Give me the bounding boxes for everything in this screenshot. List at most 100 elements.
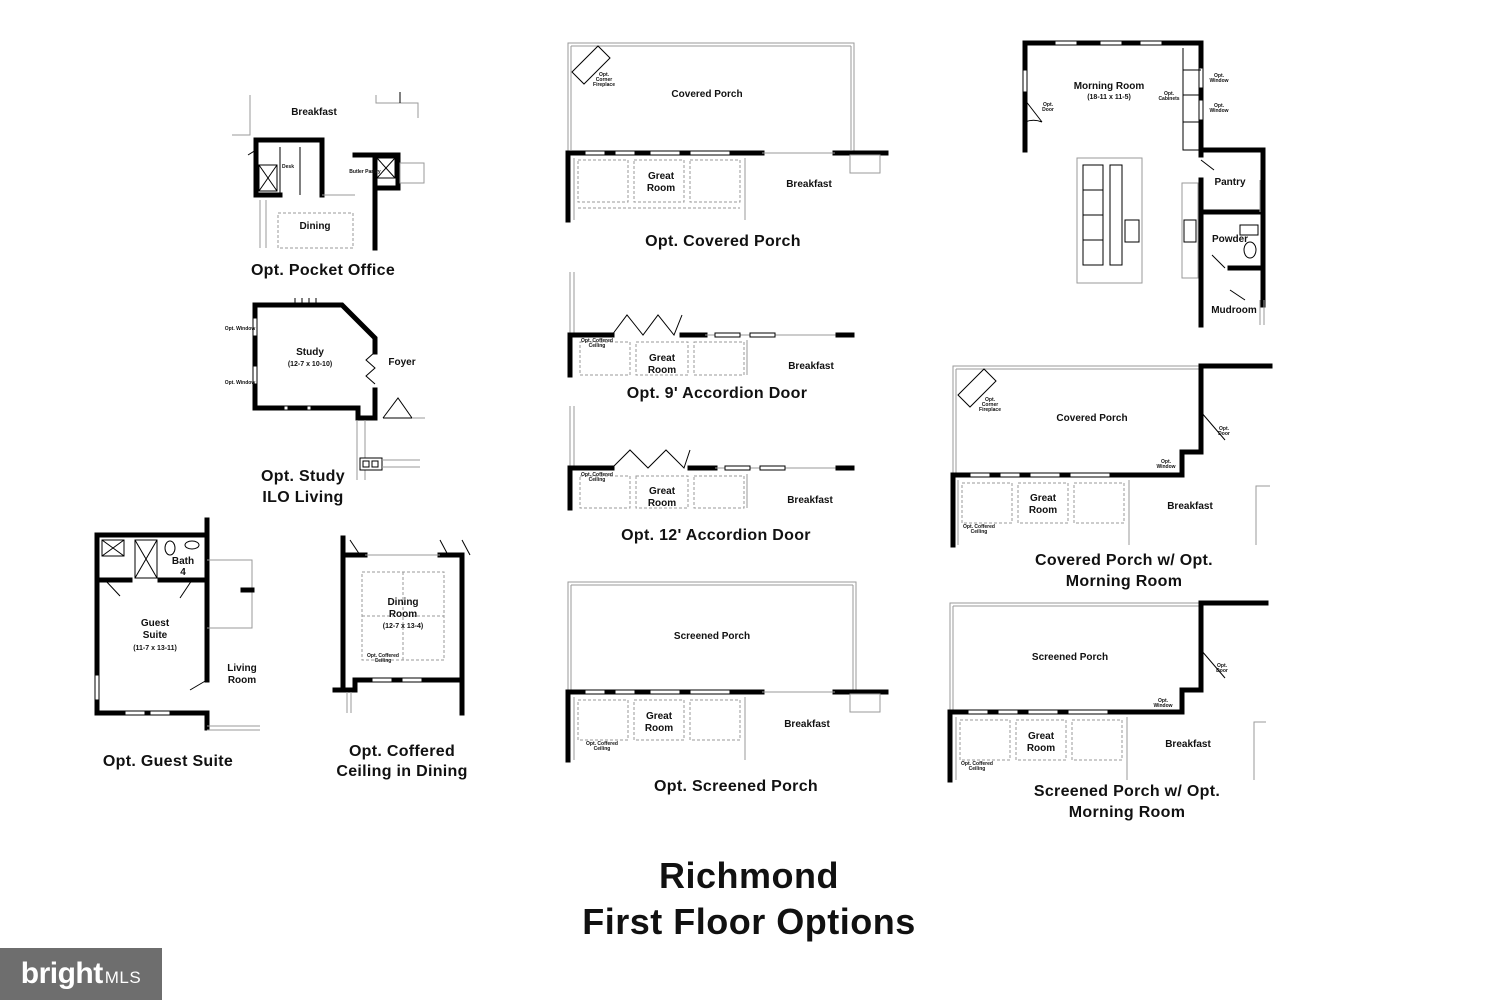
room-breakfast: Breakfast <box>787 495 833 506</box>
panel-morning-room: Morning Room (18-11 x 11-5) Opt. Door Op… <box>1022 40 1266 328</box>
room-breakfast: Breakfast <box>291 107 337 118</box>
label-cabinets: Cabinets <box>1158 96 1179 102</box>
room-great-room: Room <box>648 498 676 509</box>
label-window: Window <box>1153 703 1172 709</box>
room-dining-room: Room <box>389 609 417 620</box>
panel-accordion-9: Opt. Coffered Ceiling Great Room Breakfa… <box>567 272 855 402</box>
room-screened-porch: Screened Porch <box>674 631 750 642</box>
label-ceiling: Ceiling <box>594 746 611 752</box>
label-corner: Corner <box>596 77 612 83</box>
room-living: Living <box>227 663 256 674</box>
room-breakfast: Breakfast <box>1165 739 1211 750</box>
caption-study-line1: Opt. Study <box>261 468 345 485</box>
room-desk: Desk <box>282 164 294 170</box>
label-door: Door <box>1216 668 1228 674</box>
label-opt-coffered: Opt. Coffered <box>586 741 618 747</box>
label-opt-window-b: Opt. Window <box>225 380 256 386</box>
label-ceiling: Ceiling <box>589 343 606 349</box>
label-ceiling: Ceiling <box>375 658 392 664</box>
room-great: Great <box>648 171 675 182</box>
room-morning: Morning Room <box>1074 81 1145 92</box>
caption-coffered-line1: Opt. Coffered <box>349 743 455 760</box>
room-great: Great <box>1028 731 1055 742</box>
panel-study: Opt. Window Opt. Window Study (12-7 x 10… <box>225 298 425 506</box>
room-breakfast: Breakfast <box>788 361 834 372</box>
label-ceiling: Ceiling <box>589 477 606 483</box>
label-window: Window <box>1156 464 1175 470</box>
label-opt: Opt. <box>1161 459 1172 465</box>
label-corner: Corner <box>982 402 998 408</box>
label-opt: Opt. <box>599 72 610 78</box>
room-dining: Dining <box>387 597 418 608</box>
panel-covered-porch: Covered Porch Opt. Corner Fireplace Grea… <box>565 42 889 250</box>
room-foyer: Foyer <box>388 357 415 368</box>
caption-accordion-9: Opt. 9' Accordion Door <box>627 385 807 402</box>
panel-coffered-dining: Dining Room (12-7 x 13-4) Opt. Coffered … <box>332 535 471 780</box>
watermark-suffix: MLS <box>104 968 142 987</box>
caption-covered-morning-line2: Morning Room <box>1066 573 1182 590</box>
caption-covered-porch: Opt. Covered Porch <box>645 233 801 250</box>
caption-covered-morning-line1: Covered Porch w/ Opt. <box>1035 552 1213 569</box>
label-opt: Opt. <box>1217 663 1228 669</box>
panel-accordion-12: Opt. Coffered Ceiling Great Room Breakfa… <box>567 406 855 544</box>
caption-pocket-office: Opt. Pocket Office <box>251 262 395 279</box>
label-window: Window <box>1209 108 1228 114</box>
caption-screened-porch: Opt. Screened Porch <box>654 778 818 795</box>
room-bath-number: 4 <box>180 567 186 578</box>
room-great: Great <box>649 486 676 497</box>
room-breakfast: Breakfast <box>1167 501 1213 512</box>
room-covered-porch: Covered Porch <box>671 89 742 100</box>
room-mudroom: Mudroom <box>1211 305 1257 316</box>
label-door: Door <box>1218 431 1230 437</box>
panel-covered-morning: Covered Porch Opt. Corner Fireplace Opt.… <box>950 363 1273 590</box>
label-opt: Opt. <box>1158 698 1169 704</box>
room-guest: Guest <box>141 618 170 629</box>
label-door: Door <box>1042 107 1054 113</box>
sheet-title-line1: Richmond <box>659 855 839 896</box>
room-great-room: Room <box>1027 743 1055 754</box>
room-great: Great <box>649 353 676 364</box>
caption-study-line2: ILO Living <box>262 489 343 506</box>
room-living-room: Room <box>228 675 256 686</box>
caption-guest-suite: Opt. Guest Suite <box>103 753 233 770</box>
label-ceiling: Ceiling <box>971 529 988 535</box>
label-ceiling: Ceiling <box>969 766 986 772</box>
room-butler-pantry: Butler Pantry <box>349 169 381 175</box>
label-fireplace: Fireplace <box>593 82 615 88</box>
room-great-room: Room <box>1029 505 1057 516</box>
panel-pocket-office: Breakfast Desk Butler Pantry Dining Opt.… <box>232 92 425 279</box>
caption-screened-morning-line1: Screened Porch w/ Opt. <box>1034 783 1220 800</box>
label-window: Window <box>1209 78 1228 84</box>
room-dining-dimensions: (12-7 x 13-4) <box>383 623 423 630</box>
room-great: Great <box>1030 493 1057 504</box>
label-opt: Opt. <box>1214 73 1225 79</box>
label-opt: Opt. <box>1043 102 1054 108</box>
room-guest-dimensions: (11-7 x 13-11) <box>133 645 177 652</box>
sheet-title-line2: First Floor Options <box>582 901 915 942</box>
room-breakfast: Breakfast <box>784 719 830 730</box>
room-bath: Bath <box>172 556 194 567</box>
label-opt: Opt. <box>1219 426 1230 432</box>
caption-accordion-12: Opt. 12' Accordion Door <box>621 527 811 544</box>
label-opt-coffered: Opt. Coffered <box>581 472 613 478</box>
panel-guest-suite: Bath 4 Guest Suite (11-7 x 13-11) Living… <box>94 517 260 770</box>
label-opt-coffered: Opt. Coffered <box>367 653 399 659</box>
room-suite: Suite <box>143 630 168 641</box>
room-screened-porch: Screened Porch <box>1032 652 1108 663</box>
room-study: Study <box>296 347 324 358</box>
panel-screened-morning: Screened Porch Opt. Door Opt. Window Opt… <box>947 600 1269 821</box>
room-great-room: Room <box>648 365 676 376</box>
label-opt-window-a: Opt. Window <box>225 326 256 332</box>
watermark-brand: bright <box>20 957 103 990</box>
label-fireplace: Fireplace <box>979 407 1001 413</box>
room-covered-porch: Covered Porch <box>1056 413 1127 424</box>
room-great-room: Room <box>647 183 675 194</box>
room-morning-dimensions: (18-11 x 11-5) <box>1087 94 1131 101</box>
room-breakfast: Breakfast <box>786 179 832 190</box>
label-opt-coffered: Opt. Coffered <box>961 761 993 767</box>
room-study-dimensions: (12-7 x 10-10) <box>288 361 332 368</box>
